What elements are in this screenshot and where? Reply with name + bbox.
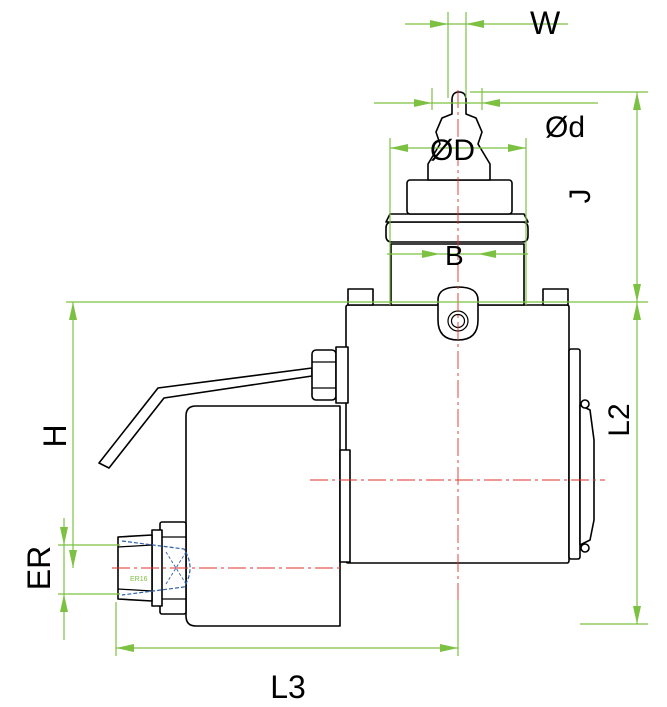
b-arrow-right [478,250,496,258]
label-l3: L3 [270,669,306,705]
collet-hidden-outline [121,540,191,596]
cap-screw-top [580,399,590,409]
er-arrow-bottom [60,594,68,612]
right-cover-plate [568,348,581,560]
d-arrow-right [482,99,500,107]
j-arrow-top [633,92,641,110]
angle-head-body [185,405,341,627]
shank-assembly [385,91,529,341]
w-arrow-right [466,20,484,28]
h-arrow-bottom [69,550,77,568]
left-lug [347,288,374,306]
label-h: H [37,424,73,447]
lube-boss [437,286,479,341]
label-b: B [445,240,464,271]
l3-arrow-right [440,644,458,652]
head-joint [339,449,351,563]
l3-arrow-left [116,644,134,652]
d-arrow-left [414,99,432,107]
flange-chamfer [385,213,529,223]
right-lug [542,288,569,306]
right-end-cap [579,404,595,546]
b-arrow-left [422,250,440,258]
cap-screw-bottom [580,543,590,553]
label-w: W [530,5,561,41]
nut-knurl-2 [117,588,153,592]
dimension-labels: W Ød ØD B J L2 H ER L3 [21,5,636,705]
bigd-arrow-left [390,144,408,152]
shank-flange [385,221,529,243]
main-housing [345,288,595,564]
fitting-flange [335,346,349,404]
er-arrow-top [60,527,68,545]
label-l2: L2 [603,403,636,436]
coolant-line [98,346,349,469]
angle-head [185,405,351,627]
centerlines [112,90,605,600]
j-arrow-bottom [633,284,641,302]
h-arrow-top [69,302,77,320]
nut-knurl-1 [117,544,153,548]
l2-arrow-top [633,302,641,320]
l2-arrow-bottom [633,606,641,624]
label-j: J [564,189,597,204]
bigd-arrow-right [508,144,526,152]
housing-body [345,304,570,564]
w-arrow-left [430,20,448,28]
drive-tang [427,91,491,181]
label-er: ER [21,546,57,590]
shank-collar [406,179,513,215]
pipe-fitting [311,349,337,401]
label-oD: ØD [430,134,475,167]
dimension-lines [58,12,648,656]
collet-slot-lines [165,551,187,585]
collet-size-tag: ER16 [130,576,148,583]
label-od: Ød [545,111,585,144]
